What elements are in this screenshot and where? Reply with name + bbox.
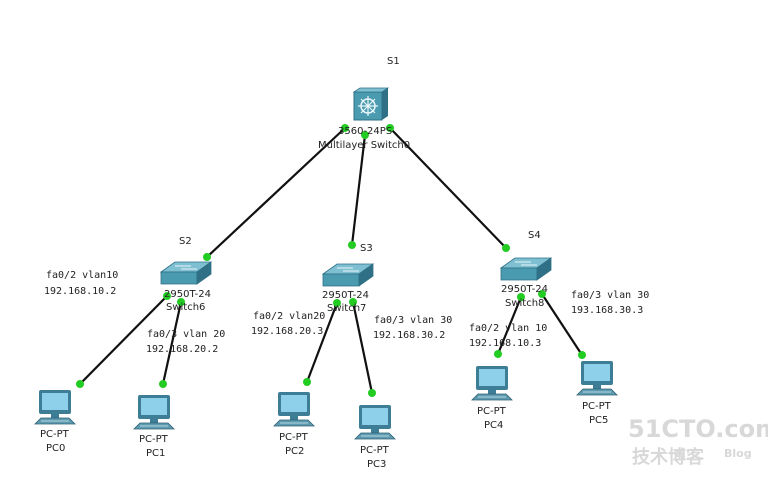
pc-pc1[interactable]: PC-PT PC1	[133, 394, 175, 459]
s2-pc1-port: fa0/3 vlan 20	[147, 329, 225, 340]
s2-pc1-ip: 192.168.20.2	[146, 344, 218, 355]
pc-icon	[133, 394, 175, 430]
port-annotations: fa0/2 vlan10 192.168.10.2 fa0/3 vlan 20 …	[44, 270, 649, 355]
s4-pc4-port: fa0/2 vlan 10	[469, 323, 547, 334]
port-up-dot	[502, 244, 510, 252]
port-up-dot	[538, 290, 546, 298]
switch-s3[interactable]: S3 2950T-24 Switch7	[322, 243, 374, 314]
port-up-dot	[494, 350, 502, 358]
s4-model: 2950T-24	[501, 284, 548, 295]
s1-tag: S1	[387, 56, 400, 67]
pc5-type: PC-PT	[582, 401, 612, 412]
link-s4-pc4	[496, 296, 523, 355]
watermark-blog: Blog	[724, 447, 752, 460]
s3-tag: S3	[360, 243, 373, 254]
pc-icon	[576, 360, 618, 396]
links	[79, 127, 583, 394]
pc0-name: PC0	[46, 443, 65, 454]
switch-s4[interactable]: S4 2950T-24 Switch8	[500, 230, 552, 309]
pc-icon	[34, 389, 76, 425]
port-up-dot	[578, 351, 586, 359]
pc-icon	[273, 391, 315, 427]
s2-pc0-port: fa0/2 vlan10	[46, 270, 118, 281]
port-up-dot	[203, 253, 211, 261]
pc-pc4[interactable]: PC-PT PC4	[471, 365, 513, 431]
port-up-dot	[349, 298, 357, 306]
pc4-type: PC-PT	[477, 406, 507, 417]
s3-pc3-port: fa0/3 vlan 30	[374, 315, 452, 326]
s1-name: Multilayer Switch0	[318, 140, 410, 151]
s2-pc0-ip: 192.168.10.2	[44, 286, 116, 297]
link-s1-s4	[389, 127, 507, 249]
pc3-name: PC3	[367, 459, 386, 470]
port-up-dot	[303, 378, 311, 386]
pc5-name: PC5	[589, 415, 608, 426]
link-s3-pc3	[351, 301, 374, 394]
pc-pc3[interactable]: PC-PT PC3	[354, 404, 396, 470]
pc2-type: PC-PT	[279, 432, 309, 443]
pc-icon	[354, 404, 396, 440]
switch-icon	[322, 263, 374, 287]
s4-pc5-ip: 193.168.30.3	[571, 305, 643, 316]
switch-s2[interactable]: S2 2950T-24 Switch6	[160, 236, 212, 313]
pc0-type: PC-PT	[40, 429, 70, 440]
watermark-sub: 技术博客	[632, 446, 705, 468]
link-s3-pc2	[305, 302, 339, 383]
pc1-type: PC-PT	[139, 434, 169, 445]
switch-icon	[160, 261, 212, 285]
s3-name: Switch7	[327, 303, 366, 314]
pc3-type: PC-PT	[360, 445, 390, 456]
s2-name: Switch6	[166, 302, 205, 313]
pc1-name: PC1	[146, 448, 165, 459]
pc2-name: PC2	[285, 446, 304, 457]
pc-pc2[interactable]: PC-PT PC2	[273, 391, 315, 457]
s3-model: 2950T-24	[322, 290, 369, 301]
watermark: 51CTO.com 技术博客 Blog	[628, 415, 768, 468]
s4-name: Switch8	[505, 298, 544, 309]
port-indicators	[76, 124, 586, 397]
s3-pc3-ip: 192.168.30.2	[373, 330, 445, 341]
pc4-name: PC4	[484, 420, 503, 431]
link-s1-s2	[206, 127, 346, 258]
port-up-dot	[76, 380, 84, 388]
port-up-dot	[159, 380, 167, 388]
s4-tag: S4	[528, 230, 541, 241]
port-up-dot	[341, 124, 349, 132]
port-up-dot	[333, 299, 341, 307]
s4-pc5-port: fa0/3 vlan 30	[571, 290, 649, 301]
port-up-dot	[368, 389, 376, 397]
s2-tag: S2	[179, 236, 192, 247]
port-up-dot	[177, 298, 185, 306]
s3-pc2-port: fa0/2 vlan20	[253, 311, 325, 322]
pc-pc5[interactable]: PC-PT PC5	[576, 360, 618, 426]
watermark-brand: 51CTO.com	[628, 415, 768, 443]
port-up-dot	[386, 124, 394, 132]
port-up-dot	[163, 292, 171, 300]
port-up-dot	[361, 131, 369, 139]
pc-pc0[interactable]: PC-PT PC0	[34, 389, 76, 454]
s1-model: 3560-24PS	[338, 126, 392, 137]
link-s2-pc1	[161, 301, 183, 385]
port-up-dot	[517, 293, 525, 301]
s3-pc2-ip: 192.168.20.3	[251, 326, 323, 337]
link-s1-s3	[350, 134, 367, 246]
link-s2-pc0	[79, 295, 168, 385]
multilayer-switch-icon	[352, 87, 390, 121]
pc-icon	[471, 365, 513, 401]
s4-pc4-ip: 192.168.10.3	[469, 338, 541, 349]
multilayer-switch-s1[interactable]: S1 3560-24PS Multilayer Switch0	[318, 56, 410, 151]
link-s4-pc5	[541, 293, 583, 356]
s2-model: 2950T-24	[164, 289, 211, 300]
switch-icon	[500, 257, 552, 281]
port-up-dot	[348, 241, 356, 249]
